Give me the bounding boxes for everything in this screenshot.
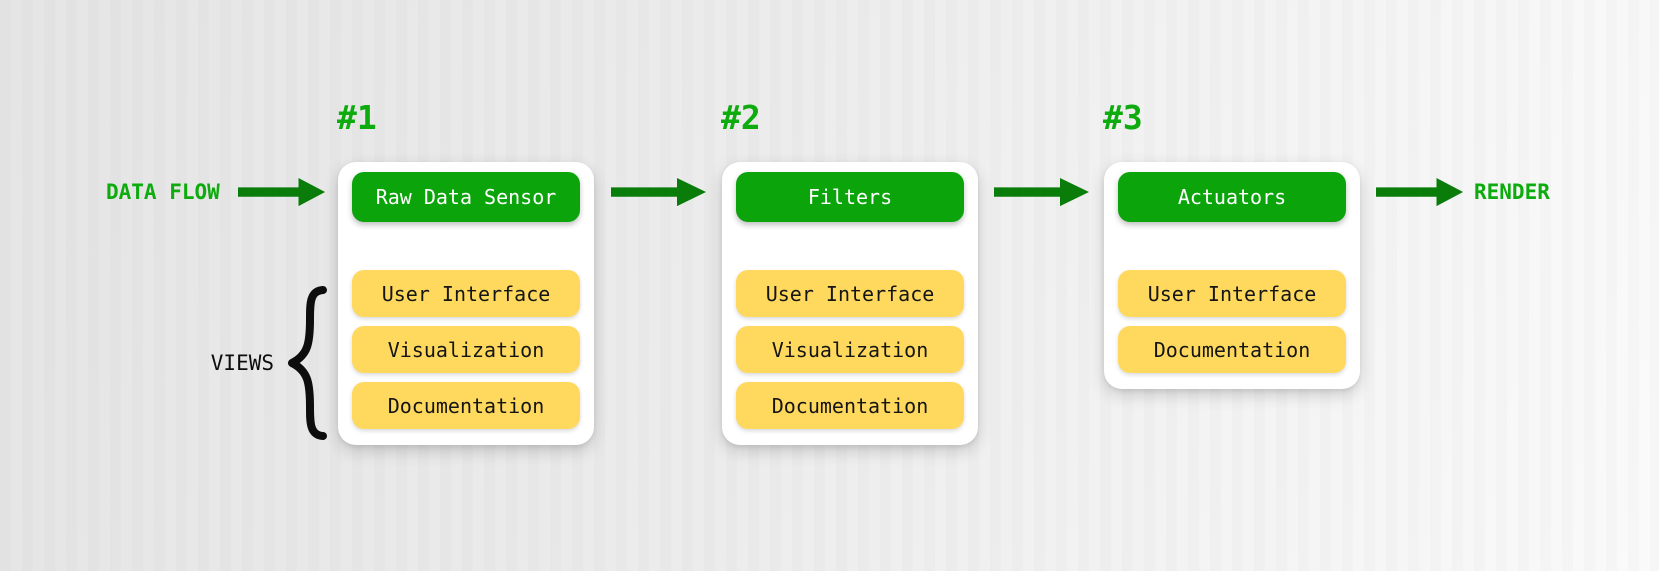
card-title: Filters bbox=[736, 172, 964, 222]
card-number: #2 bbox=[721, 98, 761, 137]
view-pill: Documentation bbox=[736, 382, 964, 429]
pipeline-card-raw-data-sensor: Raw Data Sensor User Interface Visualiza… bbox=[338, 162, 594, 445]
card-title: Raw Data Sensor bbox=[352, 172, 580, 222]
data-flow-label: DATA FLOW bbox=[106, 180, 220, 204]
card-number: #3 bbox=[1103, 98, 1143, 137]
view-pill: Documentation bbox=[1118, 326, 1346, 373]
flow-arrow-icon bbox=[611, 177, 706, 207]
view-pill: User Interface bbox=[352, 270, 580, 317]
view-pill: User Interface bbox=[1118, 270, 1346, 317]
view-pill: User Interface bbox=[736, 270, 964, 317]
view-pill: Visualization bbox=[736, 326, 964, 373]
flow-arrow-icon bbox=[994, 177, 1089, 207]
view-pill: Documentation bbox=[352, 382, 580, 429]
card-number: #1 bbox=[337, 98, 377, 137]
views-label: VIEWS bbox=[210, 351, 274, 375]
flow-arrow-icon bbox=[238, 177, 326, 207]
flow-arrow-icon bbox=[1376, 177, 1464, 207]
pipeline-card-filters: Filters User Interface Visualization Doc… bbox=[722, 162, 978, 445]
card-title: Actuators bbox=[1118, 172, 1346, 222]
render-label: RENDER bbox=[1474, 180, 1550, 204]
pipeline-card-actuators: Actuators User Interface Documentation bbox=[1104, 162, 1360, 389]
view-pill: Visualization bbox=[352, 326, 580, 373]
views-brace-icon bbox=[288, 286, 327, 440]
